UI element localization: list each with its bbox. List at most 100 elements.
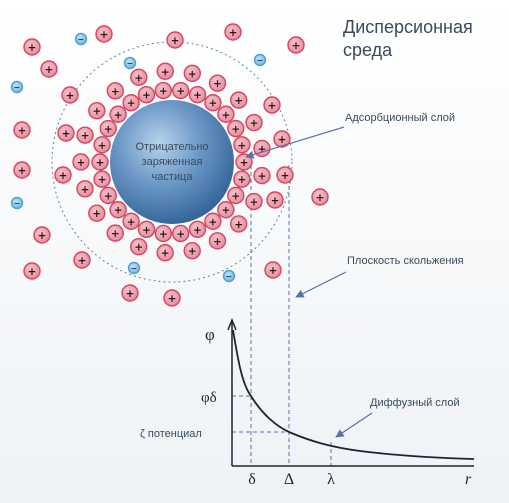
svg-text:+: + [268, 100, 277, 112]
diffuse-layer-arrow [335, 412, 373, 438]
positive-ion: + [245, 113, 263, 132]
svg-text:+: + [222, 109, 231, 121]
svg-text:+: + [127, 98, 136, 110]
svg-text:+: + [229, 27, 238, 39]
positive-ion: + [99, 186, 117, 205]
positive-ion: + [23, 38, 41, 56]
positive-ion: + [171, 81, 190, 100]
svg-text:+: + [66, 90, 75, 102]
positive-ion: + [93, 170, 111, 188]
positive-ion: + [156, 62, 174, 80]
svg-text:+: + [18, 165, 27, 177]
positive-ion: + [99, 119, 117, 138]
svg-text:+: + [28, 266, 37, 278]
positive-ion: + [253, 166, 271, 185]
svg-text:+: + [100, 29, 109, 41]
positive-ion: + [229, 215, 248, 233]
svg-text:+: + [250, 118, 259, 130]
svg-text:+: + [171, 35, 180, 47]
positive-ion: + [109, 201, 127, 219]
positive-ion: + [121, 284, 139, 302]
svg-text:+: + [114, 205, 123, 217]
svg-text:+: + [104, 124, 113, 136]
svg-text:+: + [258, 171, 267, 183]
svg-text:+: + [98, 140, 107, 152]
svg-text:+: + [240, 157, 249, 169]
svg-text:+: + [28, 42, 37, 54]
svg-text:+: + [193, 224, 202, 236]
positive-ion: + [163, 289, 181, 307]
svg-text:+: + [231, 124, 240, 136]
positive-ion: + [95, 25, 113, 43]
positive-ion: + [23, 262, 41, 280]
svg-text:+: + [231, 190, 240, 202]
phi-delta-label: φδ [201, 390, 217, 406]
svg-text:+: + [213, 236, 222, 248]
positive-ion: + [208, 232, 227, 250]
potential-curve [232, 329, 475, 460]
svg-text:+: + [127, 216, 136, 228]
x-axis-label: r [465, 471, 472, 488]
particle-label-line-2: заряженная [142, 156, 203, 168]
diffuse-layer-label: Диффузный слой [370, 397, 460, 409]
svg-text:+: + [38, 230, 47, 242]
positive-ion: + [264, 261, 282, 279]
svg-text:+: + [77, 157, 86, 169]
positive-ion: + [276, 166, 294, 184]
svg-text:+: + [258, 143, 267, 155]
svg-text:+: + [78, 255, 87, 267]
slip-plane-arrow [295, 271, 347, 298]
positive-ion: + [54, 166, 72, 184]
svg-text:+: + [104, 190, 113, 202]
positive-ion: + [287, 36, 305, 54]
svg-text:−: − [14, 199, 20, 208]
svg-text:+: + [111, 228, 120, 240]
svg-text:+: + [193, 90, 202, 102]
svg-text:+: + [238, 140, 247, 152]
positive-ion: + [233, 170, 251, 188]
svg-text:+: + [142, 90, 151, 102]
positive-ion: + [245, 192, 263, 211]
svg-text:+: + [168, 293, 177, 305]
svg-text:+: + [92, 208, 101, 220]
svg-text:+: + [45, 64, 54, 76]
x-tick-delta: δ [248, 471, 256, 488]
svg-text:−: − [127, 59, 133, 68]
svg-text:+: + [98, 174, 107, 186]
svg-text:+: + [142, 224, 151, 236]
svg-text:+: + [111, 86, 120, 98]
positive-ion: + [263, 96, 281, 114]
svg-text:+: + [81, 130, 90, 142]
positive-ion: + [204, 94, 222, 112]
svg-text:+: + [126, 288, 135, 300]
adsorption-layer-label: Адсорбционный слой [345, 112, 455, 124]
svg-text:−: − [14, 83, 20, 92]
svg-text:+: + [238, 174, 247, 186]
positive-ion: + [166, 31, 184, 49]
svg-text:+: + [269, 265, 278, 277]
svg-text:+: + [278, 134, 287, 146]
adsorption-layer-arrow [245, 126, 345, 159]
svg-text:+: + [234, 95, 243, 107]
svg-text:+: + [271, 195, 280, 207]
positive-ion: + [253, 139, 271, 158]
svg-text:+: + [96, 157, 105, 169]
particle-core [110, 100, 234, 224]
positive-ion: + [76, 126, 94, 144]
positive-ion: + [109, 105, 127, 123]
x-tick-big-delta: Δ [284, 471, 294, 488]
positive-ion: + [88, 204, 106, 222]
negative-ion: − [123, 56, 137, 70]
positive-ion: + [73, 251, 91, 269]
svg-text:+: + [92, 106, 101, 118]
positive-ion: + [106, 82, 124, 100]
svg-text:−: − [78, 35, 84, 44]
svg-text:+: + [176, 228, 185, 240]
svg-text:+: + [188, 246, 197, 258]
y-axis-arrowhead [227, 317, 237, 331]
svg-text:+: + [209, 98, 218, 110]
svg-text:+: + [250, 197, 259, 209]
svg-text:+: + [114, 109, 123, 121]
svg-text:+: + [161, 66, 170, 78]
positive-ion: + [57, 124, 75, 142]
